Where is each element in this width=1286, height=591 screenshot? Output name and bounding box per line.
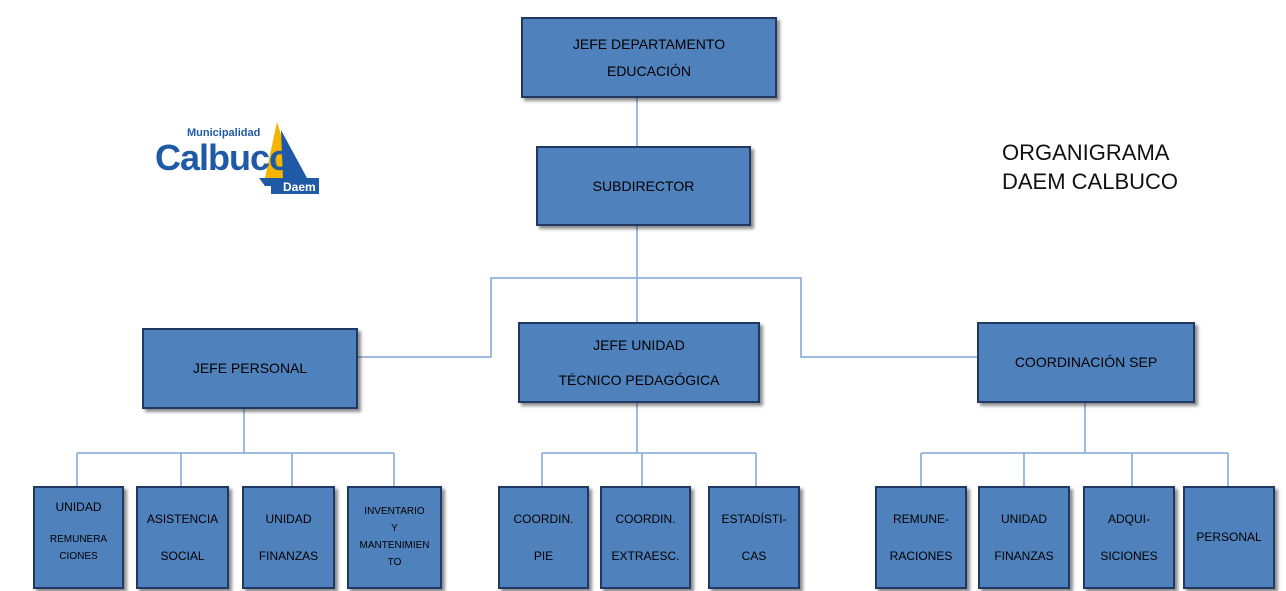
node-label: SOCIAL [160,548,205,563]
node-label: COORDINACIÓN SEP [1014,354,1158,371]
node-label: JEFE UNIDAD [593,336,685,353]
node-label: MANTENIMIEN [359,540,430,551]
node-label: SICIONES [1100,548,1158,563]
node-label: EDUCACIÓN [606,62,691,79]
node-label: CAS [741,548,767,563]
node-label: RACIONES [889,548,953,563]
node-unidad-remuneraciones: UNIDAD REMUNERA CIONES [33,486,124,589]
logo-calbuco-text: Calbuco [155,137,290,178]
node-label: UNIDAD [55,500,102,514]
node-label: JEFE PERSONAL [192,360,308,377]
node-label: UNIDAD [265,512,312,527]
node-label: EXTRAESC. [611,548,680,563]
calbuco-logo: Municipalidad Calbuco Daem [155,116,320,196]
node-label: FINANZAS [994,548,1054,563]
logo-municipalidad-text: Municipalidad [187,127,260,139]
node-label: COORDIN. [513,512,574,527]
node-jefe-unidad-tecnico-pedagogica: JEFE UNIDAD TÉCNICO PEDAGÓGICA [518,322,760,403]
node-label: JEFE DEPARTAMENTO [572,35,726,52]
node-label: UNIDAD [1000,512,1047,527]
node-inventario-mantenimiento: INVENTARIO Y MANTENIMIEN TO [347,486,442,589]
node-label: PIE [533,548,554,563]
logo-daem-text: Daem [283,180,316,194]
node-jefe-personal: JEFE PERSONAL [142,328,358,409]
node-unidad-finanzas-sep: UNIDAD FINANZAS [978,486,1070,589]
node-label: ADQUI- [1108,512,1150,527]
chart-title: ORGANIGRAMA DAEM CALBUCO [1002,138,1178,196]
node-label: FINANZAS [258,548,319,563]
chart-title-line2: DAEM CALBUCO [1002,169,1179,194]
node-label: REMUNE- [893,512,949,527]
node-label: Y [391,523,398,534]
node-jefe-departamento: JEFE DEPARTAMENTO EDUCACIÓN [521,17,777,98]
node-label: INVENTARIO [364,506,425,517]
node-coordin-pie: COORDIN. PIE [498,486,589,589]
node-personal-sep: PERSONAL [1183,486,1275,589]
node-label: TO [387,557,402,568]
node-label: ASISTENCIA [146,512,219,527]
chart-title-line1: ORGANIGRAMA [1002,140,1170,165]
node-unidad-finanzas-personal: UNIDAD FINANZAS [242,486,335,589]
node-estadisticas: ESTADÍSTI- CAS [708,486,800,589]
node-subdirector: SUBDIRECTOR [536,146,751,226]
node-label: REMUNERA [49,534,108,546]
node-label: SUBDIRECTOR [592,177,695,194]
node-label: CIONES [59,551,98,563]
node-label: COORDIN. [615,512,676,527]
node-coordinacion-sep: COORDINACIÓN SEP [977,322,1195,403]
node-remuneraciones-sep: REMUNE- RACIONES [875,486,967,589]
node-label: ESTADÍSTI- [721,512,787,527]
node-asistencia-social: ASISTENCIA SOCIAL [136,486,229,589]
node-coordin-extraesc: COORDIN. EXTRAESC. [600,486,691,589]
node-adquisiciones: ADQUI- SICIONES [1083,486,1175,589]
node-label: PERSONAL [1196,530,1262,545]
node-label: TÉCNICO PEDAGÓGICA [558,371,720,388]
